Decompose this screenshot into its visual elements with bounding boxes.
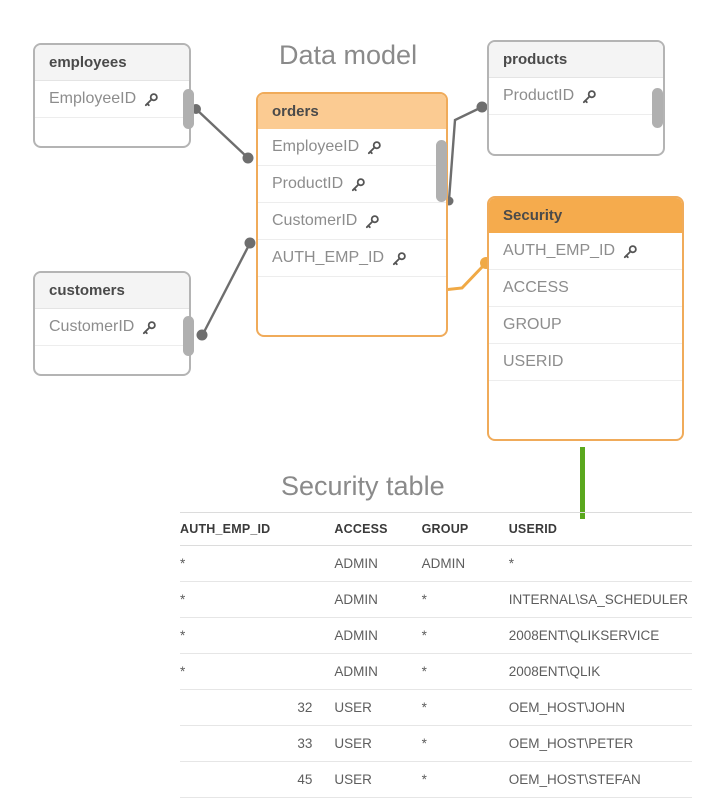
column-header-userid[interactable]: USERID	[508, 512, 692, 546]
scrollbar-thumb-employees[interactable]	[183, 89, 194, 129]
table-row[interactable]: * ADMIN ADMIN *	[180, 545, 692, 582]
table-row[interactable]: * ADMIN * INTERNAL\SA_SCHEDULER	[180, 581, 692, 618]
scrollbar-thumb-customers[interactable]	[183, 316, 194, 356]
cell-userid: OEM_HOST\JOHN	[508, 689, 692, 726]
cell-access: ADMIN	[334, 581, 422, 618]
cell-group: *	[421, 617, 509, 654]
table-title-customers: customers	[35, 273, 189, 309]
field-orders-employeeid[interactable]: EmployeeID	[258, 129, 446, 166]
field-label: ProductID	[503, 87, 575, 104]
key-icon	[622, 244, 637, 260]
field-label: AUTH_EMP_ID	[503, 242, 616, 259]
cell-auth-emp-id: 32	[180, 689, 335, 726]
table-box-security[interactable]: Security AUTH_EMP_ID ACCESS GROUP USERID	[487, 196, 684, 441]
key-icon	[350, 177, 365, 193]
cell-access: ADMIN	[334, 545, 422, 582]
field-customers-customerid[interactable]: CustomerID	[35, 309, 189, 346]
table-filler	[258, 277, 446, 295]
cell-group: *	[421, 761, 509, 798]
field-security-group[interactable]: GROUP	[489, 307, 682, 344]
table-row[interactable]: * ADMIN * 2008ENT\QLIKSERVICE	[180, 617, 692, 654]
cell-group: *	[421, 581, 509, 618]
link-employees-orders	[191, 104, 254, 164]
field-products-productid[interactable]: ProductID	[489, 78, 663, 115]
cell-auth-emp-id: 45	[180, 761, 335, 798]
table-box-customers[interactable]: customers CustomerID	[33, 271, 191, 376]
security-data-table: AUTH_EMP_ID ACCESS GROUP USERID * ADMIN …	[180, 512, 692, 798]
page-title-security-table: Security table	[281, 471, 445, 501]
key-icon	[366, 140, 381, 156]
table-filler	[489, 381, 682, 399]
scrollbar-thumb-orders[interactable]	[436, 140, 447, 202]
page-title-data-model: Data model	[279, 40, 418, 70]
link-customers-orders	[196, 237, 256, 341]
field-orders-auth-emp-id[interactable]: AUTH_EMP_ID	[258, 240, 446, 277]
cell-userid: 2008ENT\QLIK	[508, 653, 692, 690]
cell-group: *	[421, 725, 509, 762]
field-label: GROUP	[503, 316, 562, 333]
field-security-access[interactable]: ACCESS	[489, 270, 682, 307]
field-label: EmployeeID	[49, 90, 137, 107]
cell-auth-emp-id: *	[180, 617, 335, 654]
cell-auth-emp-id: *	[180, 581, 335, 618]
column-header-access[interactable]: ACCESS	[334, 512, 422, 546]
field-label: USERID	[503, 353, 564, 370]
key-icon	[143, 92, 158, 108]
cell-access: ADMIN	[334, 653, 422, 690]
cell-auth-emp-id: *	[180, 653, 335, 690]
table-box-orders[interactable]: orders EmployeeID ProductID	[256, 92, 448, 337]
cell-userid: OEM_HOST\PETER	[508, 725, 692, 762]
scrollbar-thumb-products[interactable]	[652, 88, 663, 128]
link-orders-products	[444, 101, 488, 206]
cell-group: *	[421, 653, 509, 690]
cell-access: USER	[334, 761, 422, 798]
field-label: ACCESS	[503, 279, 569, 296]
table-row[interactable]: * ADMIN * 2008ENT\QLIK	[180, 653, 692, 690]
field-orders-customerid[interactable]: CustomerID	[258, 203, 446, 240]
cell-userid: OEM_HOST\STEFAN	[508, 761, 692, 798]
cell-access: USER	[334, 725, 422, 762]
field-label: AUTH_EMP_ID	[272, 249, 385, 266]
field-security-auth-emp-id[interactable]: AUTH_EMP_ID	[489, 233, 682, 270]
cell-auth-emp-id: *	[180, 545, 335, 582]
key-icon	[364, 214, 380, 230]
cell-userid: 2008ENT\QLIKSERVICE	[508, 617, 692, 654]
cell-access: USER	[334, 689, 422, 726]
field-orders-productid[interactable]: ProductID	[258, 166, 446, 203]
key-icon	[141, 320, 157, 336]
cell-group: *	[421, 689, 509, 726]
field-employees-employeeid[interactable]: EmployeeID	[35, 81, 189, 118]
table-title-products: products	[489, 42, 663, 78]
security-table-link-line	[580, 447, 585, 519]
column-header-group[interactable]: GROUP	[421, 512, 509, 546]
cell-userid: *	[508, 545, 692, 582]
cell-group: ADMIN	[421, 545, 509, 582]
field-label: CustomerID	[272, 212, 358, 229]
table-title-employees: employees	[35, 45, 189, 81]
cell-access: ADMIN	[334, 617, 422, 654]
field-label: EmployeeID	[272, 138, 360, 155]
table-box-employees[interactable]: employees EmployeeID	[33, 43, 191, 148]
field-label: CustomerID	[49, 318, 135, 335]
table-box-products[interactable]: products ProductID	[487, 40, 665, 156]
table-row[interactable]: 45 USER * OEM_HOST\STEFAN	[180, 761, 692, 798]
field-security-userid[interactable]: USERID	[489, 344, 682, 381]
table-header-row: AUTH_EMP_ID ACCESS GROUP USERID	[180, 512, 692, 546]
field-label: ProductID	[272, 175, 344, 192]
column-header-auth-emp-id[interactable]: AUTH_EMP_ID	[180, 512, 335, 546]
cell-auth-emp-id: 33	[180, 725, 335, 762]
key-icon	[581, 89, 596, 105]
cell-userid: INTERNAL\SA_SCHEDULER	[508, 581, 692, 618]
key-icon	[391, 251, 406, 267]
table-row[interactable]: 33 USER * OEM_HOST\PETER	[180, 725, 692, 762]
table-row[interactable]: 32 USER * OEM_HOST\JOHN	[180, 689, 692, 726]
table-title-orders: orders	[258, 94, 446, 129]
table-title-security: Security	[489, 198, 682, 233]
